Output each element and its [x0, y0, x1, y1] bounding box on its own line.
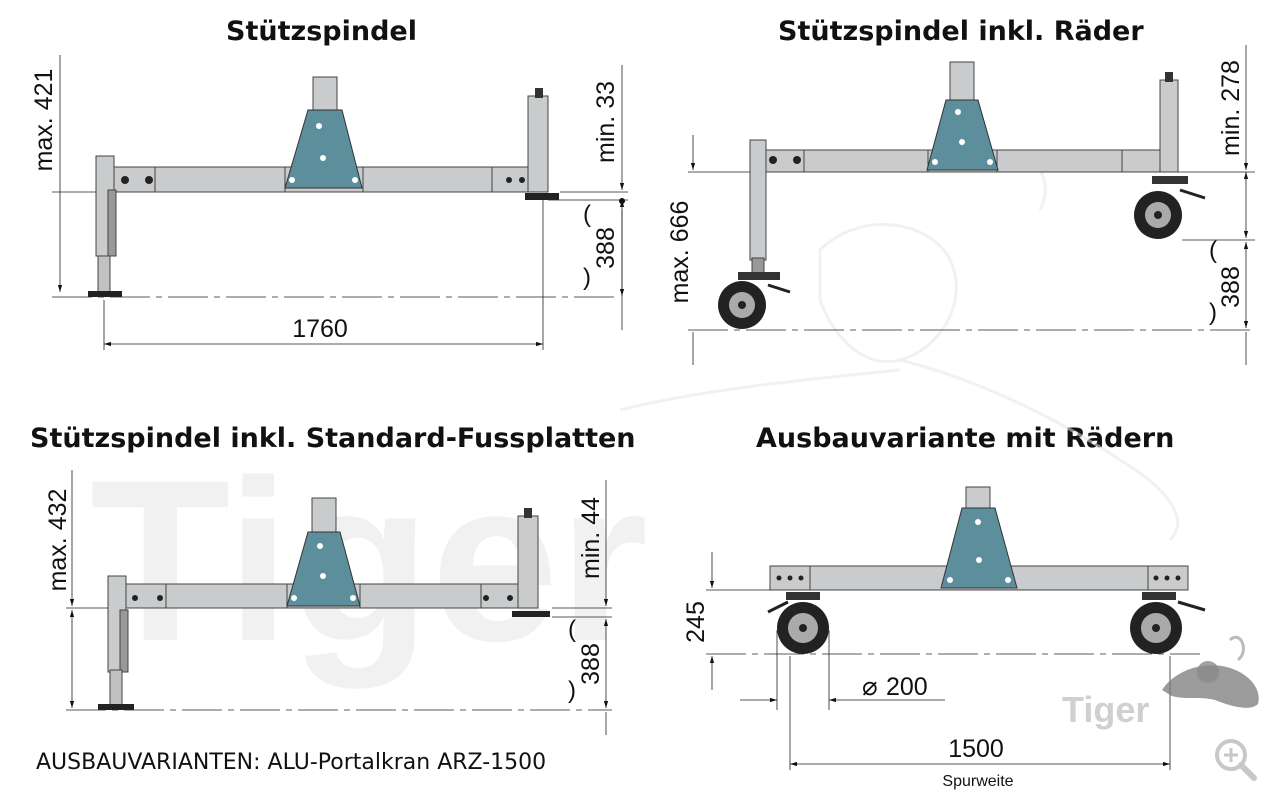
p3-paren-open: ( [568, 616, 576, 643]
p1-paren-close: ) [583, 264, 591, 291]
right-spindle [1159, 79, 1179, 173]
tiger-logo-icon: Tiger [1062, 636, 1259, 730]
watermark-tiger-icon [619, 152, 1180, 542]
p1-min-label: min. 33 [592, 81, 620, 163]
watermark-text: Tiger [90, 432, 648, 689]
frame-post [312, 76, 338, 114]
p4-height-label: 245 [682, 601, 710, 643]
panel3-title: Stützspindel inkl. Standard-Fussplatten [30, 423, 636, 454]
connection-plate [940, 507, 1018, 589]
panel4-drawing [706, 486, 1206, 770]
watermark: Tiger [90, 152, 1180, 689]
panel2-title: Stützspindel inkl. Räder [778, 16, 1144, 47]
p1-max-label: max. 421 [30, 69, 58, 172]
right-wheel-mount [1142, 592, 1176, 600]
left-foot [88, 291, 122, 297]
p4-track-caption: Spurweite [942, 773, 1013, 790]
right-foot [525, 193, 559, 200]
p3-388-label: 388 [577, 643, 605, 685]
p4-diameter-label: 200 [886, 673, 928, 701]
panel2-drawing [688, 45, 1255, 365]
p2-paren-open: ( [1209, 237, 1217, 264]
p2-paren-close: ) [1209, 299, 1217, 326]
p1-paren-open: ( [583, 201, 591, 228]
frame-post [949, 61, 975, 103]
tiger-logo-text: Tiger [1062, 689, 1149, 730]
connection-plate [286, 531, 361, 607]
right-spindle [517, 515, 539, 609]
p4-track-label: 1500 [948, 735, 1004, 763]
p3-paren-close: ) [568, 677, 576, 704]
panel3-drawing [66, 470, 612, 735]
panel1-title: Stützspindel [226, 16, 417, 47]
left-spindle [749, 139, 767, 261]
right-spindle [527, 95, 549, 193]
p1-width-label: 1760 [292, 315, 348, 343]
p2-min-label: min. 278 [1217, 60, 1245, 156]
p2-max-label: max. 666 [666, 201, 694, 304]
left-wheel-mount [786, 592, 820, 600]
connection-plate [284, 109, 363, 189]
connection-plate [926, 99, 999, 171]
panel1-drawing [52, 55, 628, 350]
p3-max-label: max. 432 [44, 489, 72, 592]
p2-388-label: 388 [1217, 266, 1245, 308]
p1-388-label: 388 [592, 227, 620, 269]
right-wheel-mount [1152, 176, 1188, 184]
right-foot-plate [512, 611, 550, 617]
p3-min-label: min. 44 [577, 497, 605, 579]
frame-post [965, 486, 991, 512]
caption: AUSBAUVARIANTEN: ALU-Portalkran ARZ-1500 [36, 750, 547, 775]
left-foot-plate [98, 704, 134, 710]
zoom-in-icon[interactable] [1212, 736, 1258, 782]
frame-post [311, 497, 337, 535]
p4-diameter-symbol: ⌀ [862, 671, 878, 701]
left-wheel-mount [738, 272, 780, 280]
